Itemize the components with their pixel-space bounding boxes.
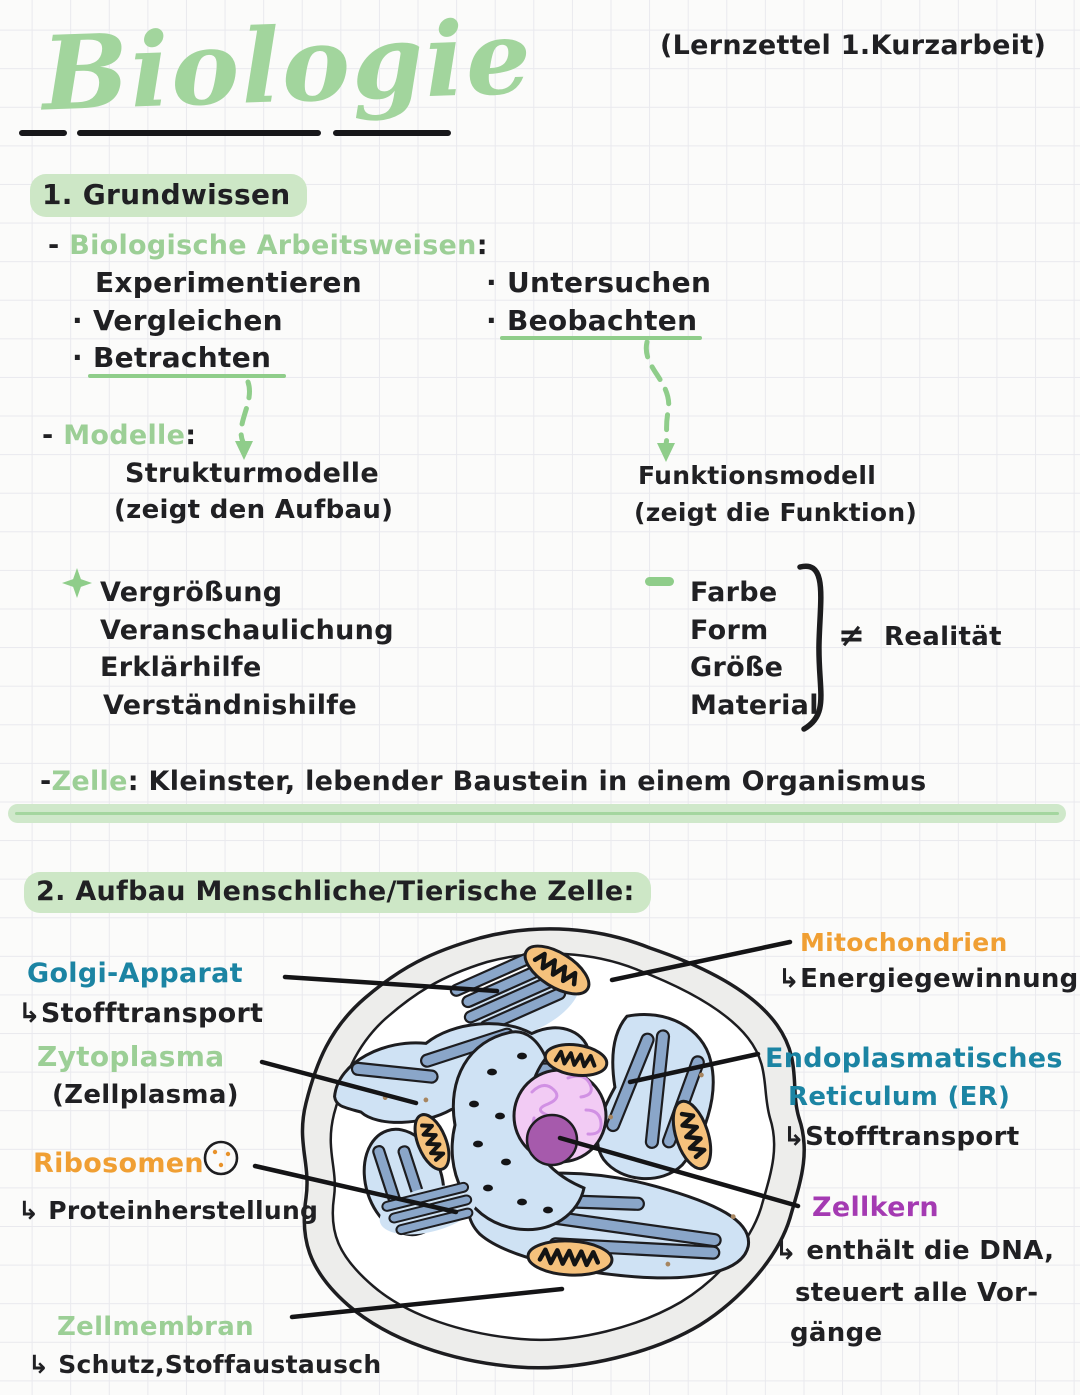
ribosomen-function: ↳ Proteinherstellung — [18, 1196, 319, 1225]
page-title: Biologie — [40, 0, 535, 135]
zytoplasma-alt: (Zellplasma) — [52, 1080, 239, 1110]
con-item: Material — [690, 690, 819, 721]
funktionsmodell-subtitle: (zeigt die Funktion) — [634, 498, 918, 527]
zelle-definition-line: -Zelle: Kleinster, lebender Baustein in … — [40, 766, 927, 797]
modelle-line: - Modelle: — [42, 420, 197, 451]
nucleolus — [525, 1113, 579, 1167]
not-equal-symbol: ≠ — [838, 616, 866, 654]
zelle-term: Zelle — [51, 766, 128, 797]
pro-item: Veranschaulichung — [100, 615, 394, 646]
chromatin — [530, 1074, 603, 1138]
funktionsmodell-title: Funktionsmodell — [638, 461, 877, 490]
mitochondrion — [671, 1099, 713, 1171]
er-pointer-line — [627, 1051, 761, 1085]
zytoplasma-pointer-line — [259, 1059, 419, 1106]
mitochondrion — [413, 1113, 451, 1171]
con-item: Form — [690, 615, 769, 646]
con-item: Farbe — [690, 577, 778, 608]
header-note: (Lernzettel 1.Kurzarbeit) — [660, 30, 1047, 61]
ribosomen-pointer-line — [252, 1163, 459, 1215]
er-function: ↳Stofftransport — [783, 1122, 1020, 1152]
method-item: · Betrachten — [72, 341, 272, 374]
er-label-line1: Endoplasmatisches — [765, 1043, 1063, 1074]
zellkern-function-line1: ↳ enthält die DNA, — [775, 1236, 1055, 1266]
zellkern-function-line3: gänge — [790, 1318, 883, 1348]
section1-heading: 1. Grundwissen — [30, 174, 307, 217]
plus-star-icon — [62, 568, 92, 598]
method-item: Experimentieren — [95, 266, 362, 299]
mitochondrion — [526, 1239, 614, 1277]
golgi-function: ↳Stofftransport — [18, 998, 264, 1029]
realitaet-label: Realität — [884, 622, 1002, 652]
zellmembran-label: Zellmembran — [57, 1312, 254, 1342]
pro-item: Erklärhilfe — [100, 652, 262, 683]
mitochondrion — [543, 1043, 609, 1077]
strukturmodelle-title: Strukturmodelle — [125, 458, 379, 489]
zytoplasma-label: Zytoplasma — [37, 1040, 225, 1073]
green-divider-bar — [8, 804, 1066, 823]
animal-cell-diagram — [203, 927, 806, 1370]
nucleus — [512, 1068, 608, 1167]
zellmembran-pointer-line — [289, 1286, 565, 1320]
divider-core-line — [15, 812, 1059, 815]
ribosome-circle-icon — [203, 1140, 239, 1176]
arbeitsweisen-label: Biologische Arbeitsweisen — [69, 230, 477, 261]
golgi-label: Golgi-Apparat — [27, 958, 243, 989]
ribosomen-label: Ribosomen — [33, 1148, 204, 1179]
strukturmodelle-subtitle: (zeigt den Aufbau) — [114, 495, 394, 525]
beobachten-underline — [500, 336, 702, 340]
zellkern-pointer-line — [557, 1135, 801, 1209]
arrow-down-left — [235, 379, 253, 460]
er-label-line2: Reticulum (ER) — [788, 1082, 1011, 1112]
mitochondrien-function: ↳Energiegewinnung — [778, 964, 1079, 994]
modelle-label: Modelle — [63, 420, 186, 451]
method-item: · Vergleichen — [72, 304, 283, 337]
mitochondrien-label: Mitochondrien — [800, 928, 1008, 957]
pro-item: Vergrößung — [100, 577, 283, 608]
arbeitsweisen-line: - Biologische Arbeitsweisen: — [48, 230, 488, 261]
mitochondrien-pointer-line — [609, 939, 793, 983]
golgi-stack-lower — [379, 1181, 478, 1236]
zellmembran-function: ↳ Schutz,Stoffaustausch — [28, 1350, 382, 1379]
pro-item: Verständnishilfe — [103, 690, 357, 721]
mitochondrion — [523, 944, 591, 996]
golgi-pointer-line — [282, 974, 500, 994]
minus-dash-icon — [645, 577, 674, 586]
con-item: Größe — [690, 652, 784, 683]
zellkern-label: Zellkern — [812, 1192, 939, 1223]
arrow-down-right — [643, 339, 675, 462]
betrachten-underline — [88, 374, 286, 378]
method-item: · Untersuchen — [486, 266, 712, 299]
method-item: · Beobachten — [486, 304, 698, 337]
section2-heading: 2. Aufbau Menschliche/Tierische Zelle: — [24, 872, 651, 913]
zellkern-function-line2: steuert alle Vor- — [795, 1278, 1039, 1308]
